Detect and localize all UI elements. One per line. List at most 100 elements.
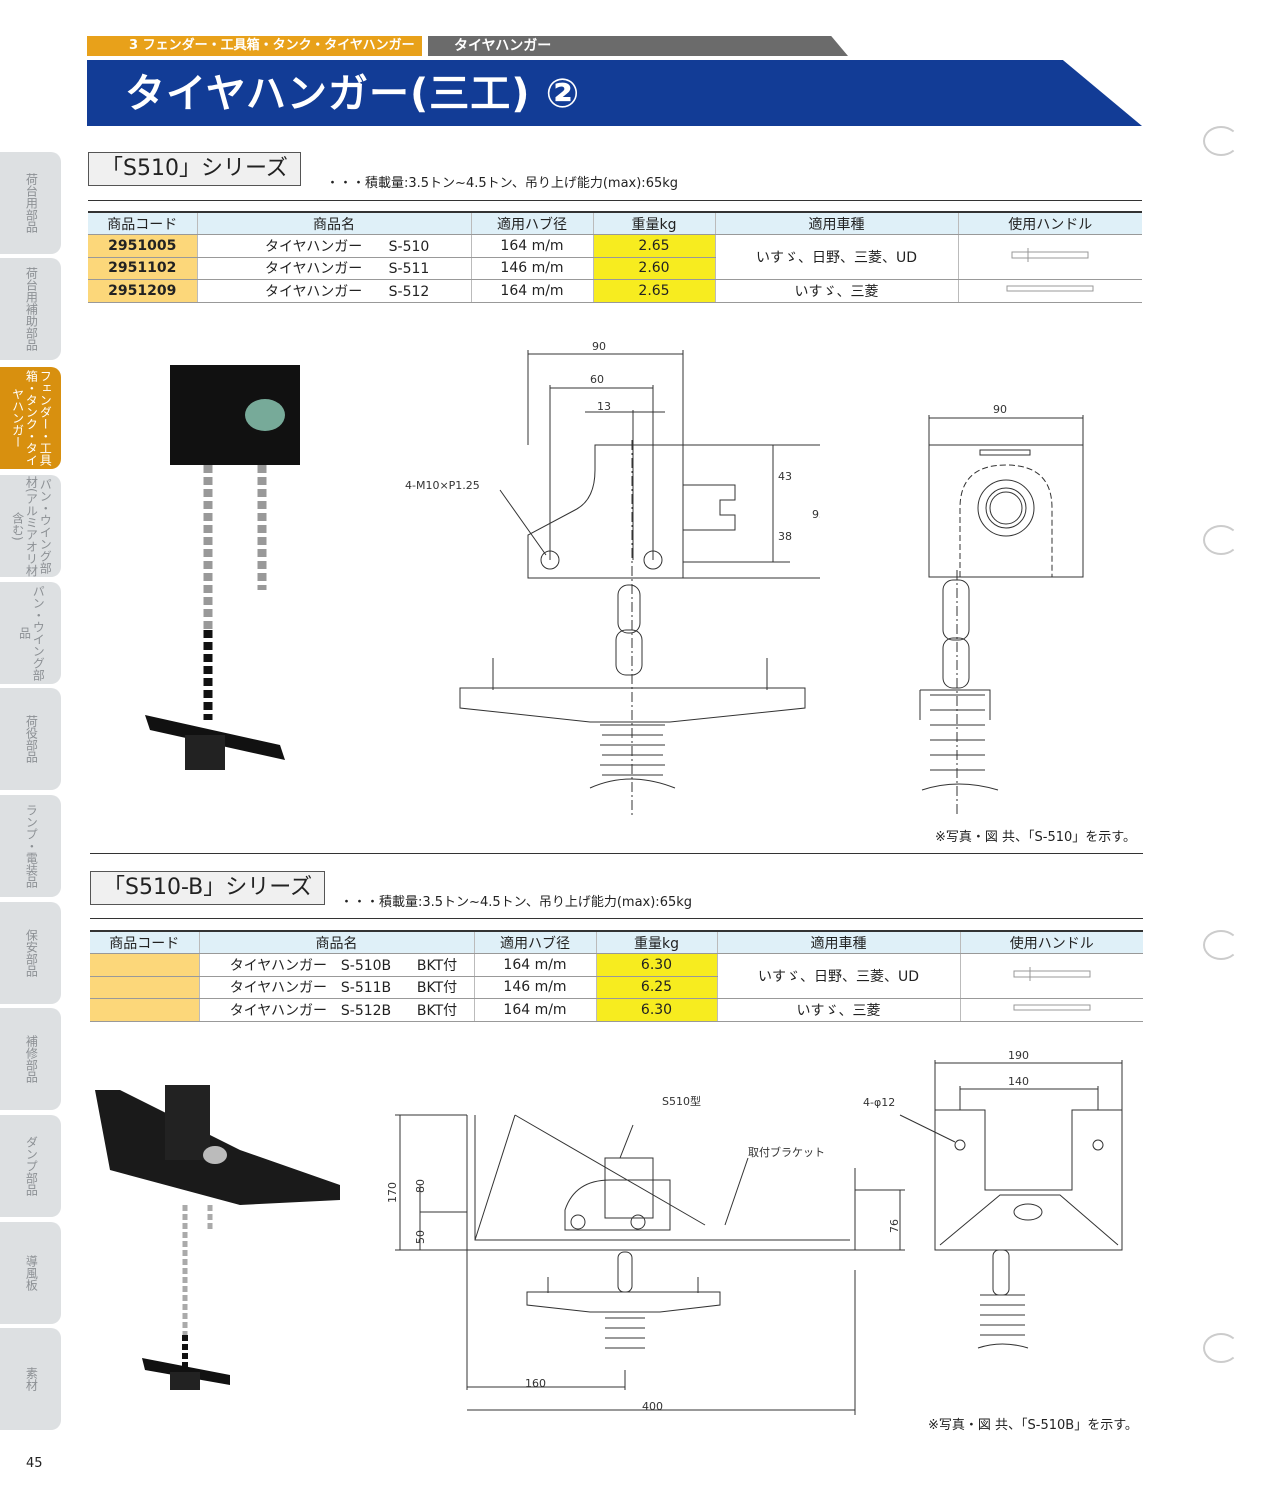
page-title: タイヤハンガー(三工) ② — [87, 60, 1142, 126]
sidebar-tab[interactable]: ダンプ部品 — [0, 1115, 61, 1217]
weight: 6.30 — [595, 953, 717, 977]
header-name: 商品名 — [196, 211, 471, 235]
sidebar-tab[interactable]: フェンダー・工具箱・タンク・タイヤハンガー — [0, 367, 61, 469]
series-title-s510: 「S510」シリーズ — [88, 152, 301, 186]
handle-icon — [957, 279, 1142, 303]
sidebar-tab[interactable]: 荷台用部品 — [0, 152, 61, 254]
dim-43: 43 — [778, 470, 792, 483]
header-name: 商品名 — [198, 930, 474, 954]
drawing-side-s510: 90 — [919, 403, 1084, 815]
vehicle: いすゞ、三菱 — [716, 998, 960, 1022]
weight: 6.30 — [595, 998, 717, 1022]
drawing-side-s510b: 190 140 4-φ12 — [863, 1050, 1123, 1349]
hub: 164 m/m — [473, 953, 596, 977]
divider — [90, 918, 1143, 919]
hub: 146 m/m — [470, 257, 593, 280]
model: S-512 — [388, 283, 430, 300]
sidebar-tab[interactable]: 保安部品 — [0, 902, 61, 1004]
sidebar-tab[interactable]: 素材 — [0, 1328, 61, 1430]
sidebar-tab[interactable]: 導風板 — [0, 1222, 61, 1324]
model: S-511 — [388, 261, 430, 278]
weight: 2.60 — [592, 257, 715, 280]
name: タイヤハンガー — [229, 980, 328, 997]
dim-76: 76 — [888, 1219, 901, 1233]
drawing-front-s510: 90 60 13 4-M10×P1.25 43 38 93 — [405, 340, 820, 818]
bkt: BKT付 — [416, 980, 458, 997]
series-desc-s510b: ・・・積載量:3.5トン~4.5トン、吊り上げ能力(max):65kg — [340, 895, 693, 910]
note-s510: ※写真・図 共、「S-510」を示す。 — [935, 830, 1136, 845]
name: タイヤハンガー — [265, 283, 363, 300]
header-code: 商品コード — [88, 211, 197, 235]
sidebar-tab[interactable]: パン・ウイング部材(アルミアオリ材含む) — [0, 475, 61, 577]
bkt: BKT付 — [416, 1002, 458, 1019]
binder-ring — [1203, 930, 1239, 960]
dim-400: 400 — [642, 1400, 663, 1413]
sidebar-tab[interactable]: 荷役部品 — [0, 688, 61, 790]
header-weight: 重量kg — [595, 930, 717, 954]
hub: 164 m/m — [473, 998, 596, 1022]
name: タイヤハンガー — [265, 261, 363, 278]
vehicle: いすゞ、日野、三菱、UD — [714, 234, 958, 280]
product-name: タイヤハンガー S-510 — [196, 234, 471, 258]
name: タイヤハンガー — [265, 238, 363, 255]
series-desc-s510: ・・・積載量:3.5トン~4.5トン、吊り上げ能力(max):65kg — [326, 176, 679, 191]
product-code: 2951005 — [88, 234, 197, 258]
dim-60: 60 — [590, 373, 604, 386]
dim-140: 140 — [1008, 1075, 1029, 1088]
dim-hole: 4-φ12 — [863, 1096, 895, 1109]
product-code: 2951102 — [88, 257, 197, 280]
sidebar-tab[interactable]: 補修部品 — [0, 1008, 61, 1110]
dim-38: 38 — [778, 530, 792, 543]
note-s510b: ※写真・図 共、「S-510B」を示す。 — [928, 1418, 1138, 1433]
header-code: 商品コード — [90, 930, 199, 954]
name: タイヤハンガー — [229, 957, 328, 974]
bkt: BKT付 — [416, 957, 458, 974]
header-handle: 使用ハンドル — [957, 211, 1142, 235]
dim-160: 160 — [525, 1377, 546, 1390]
product-name: タイヤハンガー S-512 — [196, 279, 471, 303]
vehicle: いすゞ、日野、三菱、UD — [716, 953, 960, 999]
product-code: 2951209 — [88, 279, 197, 303]
weight: 2.65 — [592, 279, 715, 303]
label-s510-type: S510型 — [662, 1094, 701, 1108]
page-number: 45 — [26, 1456, 43, 1471]
dim-190: 190 — [1008, 1050, 1029, 1062]
header-handle: 使用ハンドル — [959, 930, 1143, 954]
vehicle: いすゞ、三菱 — [714, 279, 958, 303]
weight: 2.65 — [592, 234, 715, 258]
hub: 146 m/m — [473, 976, 596, 999]
binder-ring — [1203, 1333, 1239, 1363]
dim-13: 13 — [597, 400, 611, 413]
model: S-510 — [388, 238, 430, 255]
dim-50: 50 — [414, 1230, 427, 1244]
header-vehicle: 適用車種 — [716, 930, 960, 954]
product-code — [90, 998, 199, 1022]
divider — [90, 853, 1143, 854]
dim-bolt: 4-M10×P1.25 — [405, 479, 480, 492]
product-code — [90, 976, 199, 999]
sidebar-tab[interactable]: ランプ・電装品 — [0, 795, 61, 897]
sidebar-tab[interactable]: パン・ウイング部品 — [0, 582, 61, 684]
dim-90: 90 — [592, 340, 606, 353]
sidebar-tab[interactable]: 荷台用補助部品 — [0, 258, 61, 360]
label-bracket: 取付ブラケット — [748, 1145, 825, 1159]
model: S-511B — [340, 980, 392, 997]
handle-icon — [959, 953, 1143, 999]
dim-80: 80 — [414, 1179, 427, 1193]
header-hub: 適用ハブ径 — [470, 211, 593, 235]
product-photo-s510b — [95, 1085, 340, 1390]
dim-170: 170 — [386, 1182, 399, 1203]
header-weight: 重量kg — [592, 211, 715, 235]
divider — [88, 200, 1142, 201]
binder-ring — [1203, 525, 1239, 555]
